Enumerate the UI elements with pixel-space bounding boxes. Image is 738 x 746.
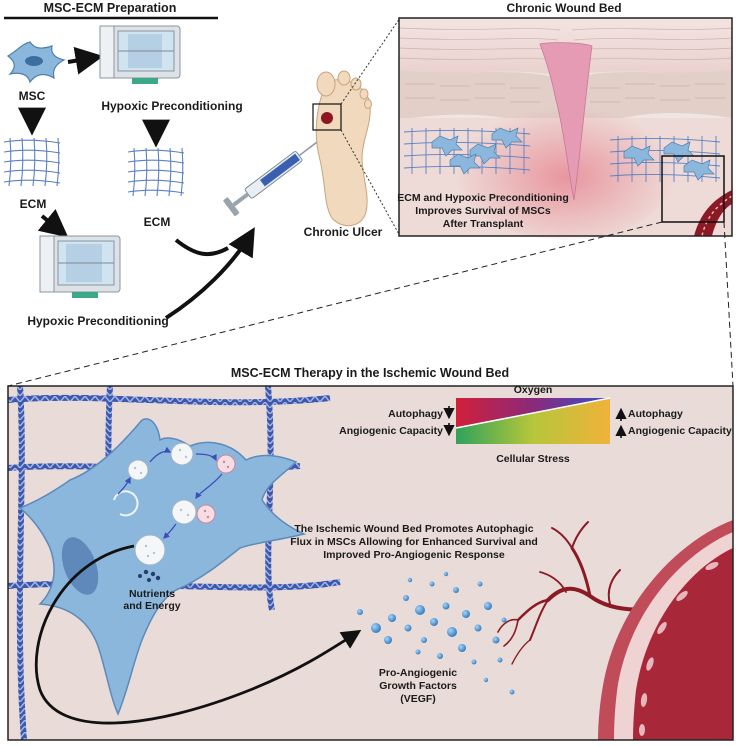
ecm-grid-icon-mid — [127, 147, 185, 197]
svg-text:Improves Survival of MSCs: Improves Survival of MSCs — [415, 205, 551, 217]
therapy-title: MSC-ECM Therapy in the Ischemic Wound Be… — [231, 366, 509, 380]
wound-bed-panel: ECM and Hypoxic Preconditioning Improves… — [397, 18, 733, 240]
growth-factors-label-1: Pro-Angiogenic — [379, 667, 457, 679]
wound-bed-frame — [398, 17, 733, 237]
prep-title: MSC-ECM Preparation — [44, 1, 177, 15]
arrow-to-syringe — [164, 227, 255, 320]
ulcer-mark — [321, 112, 333, 124]
wound-bed-title: Chronic Wound Bed — [506, 1, 621, 15]
wound-mscs-left — [431, 127, 523, 175]
zoom-line-right — [723, 221, 734, 387]
growth-factors-label-2: Growth Factors — [379, 680, 457, 692]
secretion-arrow — [34, 544, 362, 725]
incubator-icon-top — [99, 25, 181, 84]
foot-icon — [312, 70, 372, 227]
autophagy-vesicles — [113, 442, 236, 582]
hypoxic-bottom-label: Hypoxic Preconditioning — [27, 314, 168, 328]
nutrients-label-2: and Energy — [123, 600, 180, 612]
oxygen-stress-gradient — [455, 397, 611, 444]
ecm-grid-icon-left — [3, 137, 61, 187]
growth-factors-label-3: (VEGF) — [400, 693, 436, 705]
msc-label: MSC — [19, 89, 46, 103]
ecm-mid-label: ECM — [144, 215, 171, 229]
hypoxic-top-label: Hypoxic Preconditioning — [101, 99, 242, 113]
svg-text:ECM and Hypoxic Preconditionin: ECM and Hypoxic Preconditioning — [397, 192, 569, 204]
left-angiogenic-label: Angiogenic Capacity — [339, 425, 443, 437]
therapy-frame — [7, 385, 734, 741]
preparation-panel: MSC-ECM Preparation MSC Hypoxic Precondi… — [3, 1, 255, 328]
wound-mscs-right — [623, 141, 715, 181]
right-angiogenic-label: Angiogenic Capacity — [628, 425, 732, 437]
svg-text:After Transplant: After Transplant — [443, 218, 524, 230]
msc-cell-icon — [6, 41, 66, 84]
blood-vessel — [598, 520, 733, 740]
left-autophagy-label: Autophagy — [388, 408, 443, 420]
right-autophagy-label: Autophagy — [628, 408, 683, 420]
arrow-ecm-to-incubator — [37, 208, 69, 238]
therapy-panel: Nutrients and Energy Oxygen Cellular Str… — [7, 384, 733, 741]
flux-text: The Ischemic Wound Bed Promotes Autophag… — [290, 523, 538, 561]
growth-factor-particles — [357, 571, 515, 695]
msc-cell-body — [18, 418, 307, 716]
wound-zoom-box — [661, 155, 725, 223]
arrow-ecm-merge — [174, 238, 229, 257]
svg-text:The Ischemic Wound Bed Promote: The Ischemic Wound Bed Promotes Autophag… — [294, 523, 533, 535]
cellular-stress-label: Cellular Stress — [496, 453, 570, 465]
incubator-icon-bottom — [39, 235, 121, 298]
ulcer-zoom-box — [312, 103, 342, 131]
chronic-ulcer-label: Chronic Ulcer — [304, 225, 383, 239]
zoom-line-left — [7, 221, 663, 387]
oxygen-label: Oxygen — [514, 384, 553, 396]
ecm-left-label: ECM — [20, 197, 47, 211]
nutrients-label-1: Nutrients — [129, 588, 175, 600]
zoom-line-top — [340, 17, 401, 105]
wound-bed-caption: ECM and Hypoxic Preconditioning Improves… — [397, 192, 569, 230]
syringe-icon — [223, 139, 321, 217]
svg-text:Improved Pro-Angiogenic Respon: Improved Pro-Angiogenic Response — [323, 549, 505, 561]
wound-cleft — [539, 42, 593, 201]
zoom-line-bottom — [340, 129, 401, 237]
svg-text:Flux in MSCs Allowing for Enha: Flux in MSCs Allowing for Enhanced Survi… — [290, 536, 538, 548]
arrow-msc-to-incubator — [67, 46, 104, 75]
